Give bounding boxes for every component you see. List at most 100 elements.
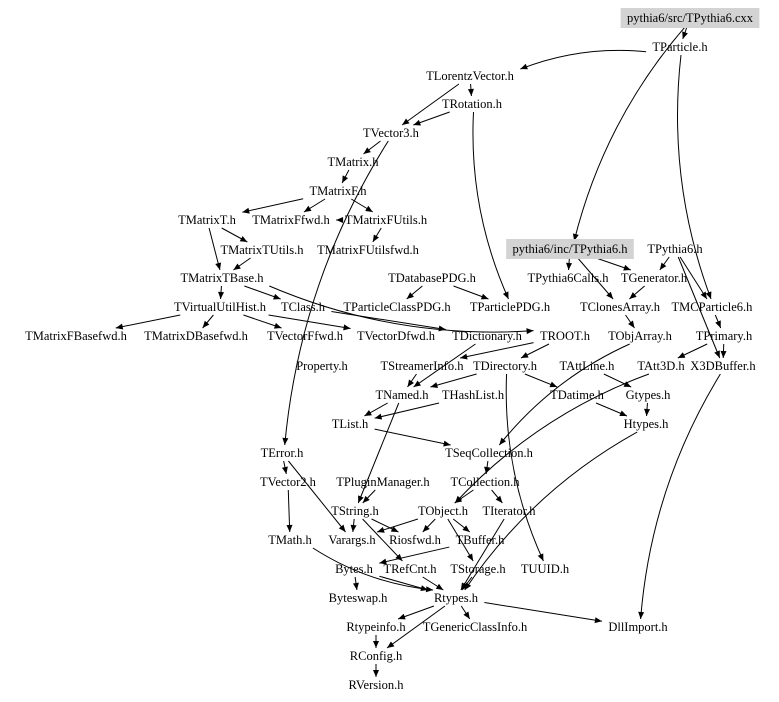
- node-tcollection[interactable]: TCollection.h: [450, 475, 520, 489]
- node-thash-list[interactable]: THashList.h: [442, 388, 505, 402]
- node-htypes[interactable]: Htypes.h: [624, 417, 670, 431]
- node-dll-import[interactable]: DllImport.h: [608, 620, 668, 634]
- node-tvector3[interactable]: TVector3.h: [363, 126, 420, 140]
- node-property[interactable]: Property.h: [296, 359, 348, 373]
- node-tclass[interactable]: TClass.h: [281, 300, 326, 314]
- node-tvector-dfwd[interactable]: TVectorDfwd.h: [357, 329, 436, 343]
- node-label: TDatabasePDG.h: [388, 271, 477, 285]
- arrowhead-icon: [537, 553, 544, 561]
- node-tmatrix-t[interactable]: TMatrixT.h: [178, 213, 236, 227]
- arrowhead-icon: [286, 524, 293, 532]
- node-tmatrix-tbase[interactable]: TMatrixTBase.h: [181, 271, 265, 285]
- edge-tlist-to-tseq-collection: [374, 428, 451, 446]
- node-tatt3-d[interactable]: TAtt3D.h: [637, 359, 685, 373]
- node-tplugin-manager[interactable]: TPluginManager.h: [336, 475, 430, 489]
- node-tdirectory[interactable]: TDirectory.h: [473, 359, 538, 373]
- node-x3-dbuffer[interactable]: X3DBuffer.h: [690, 359, 756, 373]
- arrowhead-icon: [374, 413, 383, 420]
- node-tmatrix[interactable]: TMatrix.h: [327, 155, 379, 169]
- arrowhead-icon: [422, 524, 430, 532]
- node-tstreamer-info[interactable]: TStreamerInfo.h: [381, 359, 465, 373]
- node-tbuffer[interactable]: TBuffer.h: [456, 533, 505, 547]
- arrowhead-icon: [242, 207, 250, 214]
- node-trotation[interactable]: TRotation.h: [442, 97, 503, 111]
- node-tlist[interactable]: TList.h: [332, 417, 369, 431]
- node-tmatrix-dbasefwd[interactable]: TMatrixDBasefwd.h: [144, 329, 249, 343]
- edge-tvirtual-util-hist-to-tmatrix-fbasefwd: [115, 314, 181, 329]
- node-tmath[interactable]: TMath.h: [268, 533, 312, 547]
- node-tgenerator[interactable]: TGenerator.h: [621, 271, 688, 285]
- arrowhead-icon: [425, 586, 434, 593]
- node-label: Rtypes.h: [434, 591, 479, 605]
- node-tgeneric-class-info[interactable]: TGenericClassInfo.h: [423, 620, 528, 634]
- node-rversion[interactable]: RVersion.h: [349, 678, 405, 692]
- node-tpythia6inc[interactable]: pythia6/inc/TPythia6.h: [506, 239, 634, 259]
- node-tuuid[interactable]: TUUID.h: [521, 562, 570, 576]
- node-titerator[interactable]: TIterator.h: [482, 504, 536, 518]
- node-byteswap[interactable]: Byteswap.h: [329, 591, 388, 605]
- node-label: TObject.h: [418, 504, 469, 518]
- node-tmatrix-ffwd[interactable]: TMatrixFfwd.h: [252, 213, 330, 227]
- arrowhead-icon: [413, 380, 421, 387]
- node-tdatime[interactable]: TDatime.h: [550, 388, 605, 402]
- node-tmatrix-futils[interactable]: TMatrixFUtils.h: [345, 213, 428, 227]
- node-tpythia6-cxx[interactable]: pythia6/src/TPythia6.cxx: [620, 8, 760, 28]
- node-tstorage[interactable]: TStorage.h: [450, 562, 506, 576]
- node-tparticle-pdg[interactable]: TParticlePDG.h: [470, 300, 551, 314]
- node-tdatabase-pdg[interactable]: TDatabasePDG.h: [388, 271, 477, 285]
- edge-rtypes-to-dll-import: [484, 602, 603, 622]
- node-bytes[interactable]: Bytes.h: [335, 562, 374, 576]
- node-terror[interactable]: TError.h: [261, 446, 304, 460]
- node-tprimary[interactable]: TPrimary.h: [696, 329, 753, 343]
- node-gtypes[interactable]: Gtypes.h: [626, 388, 672, 402]
- node-tatt-line[interactable]: TAttLine.h: [560, 359, 616, 373]
- node-rtypes[interactable]: Rtypes.h: [434, 591, 479, 605]
- arrowhead-icon: [549, 381, 558, 388]
- node-rtypeinfo[interactable]: Rtypeinfo.h: [346, 620, 406, 634]
- node-label: TObjArray.h: [608, 329, 673, 343]
- arrowhead-icon: [406, 292, 414, 299]
- node-tmatrix-futilsfwd[interactable]: TMatrixFUtilsfwd.h: [317, 243, 419, 257]
- node-tpythia6[interactable]: TPythia6.h: [647, 242, 703, 256]
- node-troot[interactable]: TROOT.h: [540, 329, 591, 343]
- node-tvirtual-util-hist[interactable]: TVirtualUtilHist.h: [174, 300, 267, 314]
- node-tseq-collection[interactable]: TSeqCollection.h: [445, 446, 534, 460]
- node-label: TPrimary.h: [696, 329, 753, 343]
- node-riosfwd[interactable]: Riosfwd.h: [389, 533, 441, 547]
- node-tdictionary[interactable]: TDictionary.h: [452, 329, 522, 343]
- arrowhead-icon: [594, 617, 602, 624]
- arrowhead-icon: [495, 495, 503, 503]
- node-label: Gtypes.h: [626, 388, 672, 402]
- node-label: TStreamerInfo.h: [381, 359, 465, 373]
- node-tmcparticle6[interactable]: TMCParticle6.h: [672, 300, 754, 314]
- node-varargs[interactable]: Varargs.h: [328, 533, 376, 547]
- node-tstring[interactable]: TString.h: [331, 504, 379, 518]
- node-label: TVector3.h: [363, 126, 420, 140]
- node-rconfig[interactable]: RConfig.h: [350, 649, 403, 663]
- arrowhead-icon: [395, 553, 403, 561]
- node-tref-cnt[interactable]: TRefCnt.h: [383, 562, 437, 576]
- node-tmatrix-f[interactable]: TMatrixF.h: [310, 184, 368, 198]
- node-tnamed[interactable]: TNamed.h: [375, 388, 429, 402]
- node-label: Bytes.h: [335, 562, 374, 576]
- node-tpythia6-calls[interactable]: TPythia6Calls.h: [528, 271, 610, 285]
- node-tvector2[interactable]: TVector2.h: [260, 475, 317, 489]
- node-tparticle[interactable]: TParticle.h: [652, 40, 708, 54]
- node-tmatrix-tutils[interactable]: TMatrixTUtils.h: [221, 243, 305, 257]
- edge-tpythia6-to-x3-dbuffer: [677, 256, 721, 359]
- node-tclones-array[interactable]: TClonesArray.h: [580, 300, 661, 314]
- node-tparticle-class-pdg[interactable]: TParticleClassPDG.h: [343, 300, 451, 314]
- node-label: TMatrixT.h: [178, 213, 236, 227]
- node-tlorentz-vector[interactable]: TLorentzVector.h: [426, 69, 515, 83]
- node-label: TParticle.h: [652, 40, 708, 54]
- node-label: Riosfwd.h: [389, 533, 441, 547]
- node-tmatrix-fbasefwd[interactable]: TMatrixFBasefwd.h: [25, 329, 127, 343]
- arrowhead-icon: [566, 262, 573, 270]
- arrowhead-icon: [430, 382, 438, 388]
- node-label: TMatrixFUtilsfwd.h: [317, 243, 419, 257]
- node-tvector-ffwd[interactable]: TVectorFfwd.h: [267, 329, 344, 343]
- arrowhead-icon: [629, 292, 637, 299]
- node-tobj-array[interactable]: TObjArray.h: [608, 329, 673, 343]
- edge-tmath-to-rtypes: [312, 547, 434, 591]
- node-tobject[interactable]: TObject.h: [418, 504, 469, 518]
